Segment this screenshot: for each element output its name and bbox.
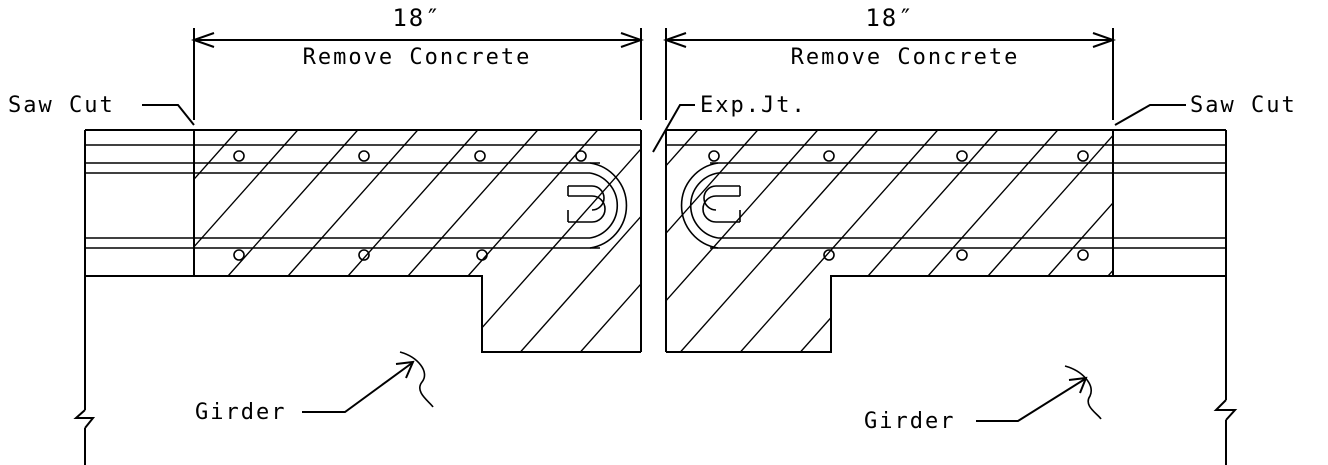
slab-outline — [84, 129, 1227, 353]
rebar-lines-left — [85, 144, 641, 249]
rebar-hook-left — [567, 162, 628, 249]
remove-concrete-label-left: Remove Concrete — [303, 45, 532, 70]
arrowhead-right-start — [662, 32, 687, 48]
arrowhead-left-start — [190, 32, 215, 48]
girder-label-right: Girder — [864, 409, 955, 434]
remove-concrete-label-right: Remove Concrete — [791, 45, 1020, 70]
rebar-lines-right — [666, 144, 1226, 249]
rebar-hook-right — [680, 162, 741, 249]
girder-callout-left: Girder — [195, 351, 434, 425]
saw-cut-callout-right: Saw Cut — [1114, 93, 1297, 126]
saw-cut-label-right: Saw Cut — [1190, 93, 1297, 118]
saw-cut-callout-left: Saw Cut — [8, 93, 195, 126]
dimension-value-right: 18″ — [865, 4, 914, 32]
removed-concrete-hatch-left — [194, 130, 641, 352]
expansion-joint-callout: Exp.Jt. — [652, 93, 807, 153]
girder-label-left: Girder — [195, 400, 286, 425]
girder-right-edge — [1213, 276, 1238, 465]
girder-callout-right: Girder — [864, 365, 1102, 434]
saw-cut-label-left: Saw Cut — [8, 93, 115, 118]
arrowhead-right-end — [1092, 32, 1117, 48]
dimension-right: 18″ Remove Concrete — [662, 4, 1117, 120]
rebar-sections — [233, 150, 1089, 261]
expansion-joint-label: Exp.Jt. — [700, 93, 807, 118]
girder-left-edge — [73, 276, 96, 465]
dimension-left: 18″ Remove Concrete — [190, 4, 645, 120]
arrowhead-left-end — [620, 32, 645, 48]
removed-concrete-hatch-right — [666, 130, 1113, 352]
dimension-value-left: 18″ — [392, 4, 441, 32]
